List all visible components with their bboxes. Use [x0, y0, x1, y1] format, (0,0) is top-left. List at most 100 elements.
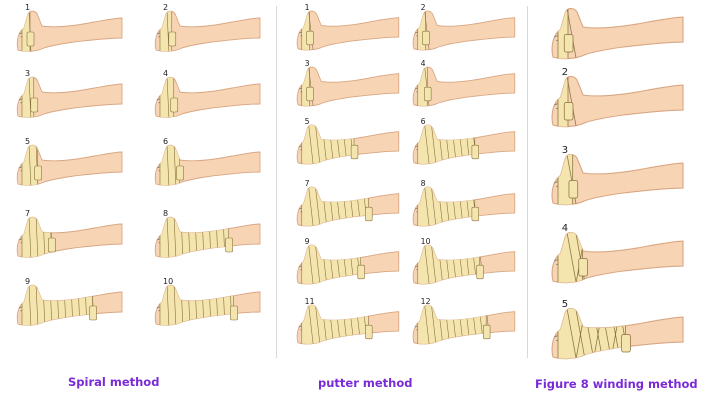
bandage-wrap: [417, 305, 487, 344]
leg-panel2-step12: 12: [412, 297, 516, 345]
step-number: 4: [163, 69, 168, 78]
leg-panel1-step5: 5: [16, 137, 123, 186]
bandage-turn: [308, 125, 314, 164]
step-number: 6: [421, 117, 426, 126]
bandage-wrap: [301, 125, 355, 164]
leg-panel1-step1: 1: [16, 3, 123, 52]
leg-panel3-step3: 3: [551, 145, 684, 206]
bandage: [557, 308, 630, 359]
bandage-roll: [563, 102, 574, 121]
leg-panel3-step5: 5: [551, 299, 684, 360]
bandage-turn: [28, 217, 32, 258]
leg-panel1-step8: 8: [154, 209, 261, 258]
divider-left: [276, 6, 277, 358]
bandage-turn: [166, 217, 170, 258]
bandage-turn: [431, 245, 437, 284]
step-number: 3: [305, 59, 310, 68]
step-number: 11: [305, 297, 315, 306]
bandage-wrap: [21, 285, 93, 326]
bandage-turn: [431, 305, 437, 344]
bandage-turn: [424, 305, 430, 344]
step-number: 2: [163, 3, 168, 12]
caption-putter-method: putter method: [318, 376, 413, 390]
bandage-roll: [225, 237, 233, 253]
leg-panel2-step1: 1: [296, 3, 400, 51]
step-number: 6: [163, 137, 168, 146]
leg-panel1-step9: 9: [16, 277, 123, 326]
bandage-roll: [168, 31, 177, 47]
step-number: 8: [163, 209, 168, 218]
bandage-turn: [35, 285, 39, 326]
bandage: [159, 145, 180, 186]
step-number: 4: [421, 59, 426, 68]
bandage-turn: [28, 285, 32, 326]
bandage-turn: [308, 187, 314, 226]
bandage: [417, 305, 491, 344]
bandage-wrap: [159, 285, 234, 326]
bandage-roll: [578, 258, 588, 277]
bandage-roll: [357, 264, 365, 280]
bandage-turn: [308, 245, 314, 284]
step-number: 5: [305, 117, 310, 126]
bandage-wrap: [159, 217, 229, 258]
bandage-roll: [365, 206, 373, 222]
leg-panel2-step8: 8: [412, 179, 516, 227]
bandage-turn: [35, 217, 39, 258]
bandage-roll: [471, 206, 479, 222]
bandage-roll: [170, 97, 179, 113]
caption-figure-8-method: Figure 8 winding method: [535, 377, 698, 391]
leg-panel3-step4: 4: [551, 223, 684, 284]
step-number: 12: [421, 297, 431, 306]
bandage: [417, 125, 478, 164]
leg-panel1-step2: 2: [154, 3, 261, 52]
step-number: 8: [421, 179, 426, 188]
bandage-turn: [315, 245, 321, 284]
leg-panel1-step6: 6: [154, 137, 261, 186]
step-number: 2: [562, 67, 568, 78]
bandage-roll: [471, 144, 479, 160]
bandage-roll: [350, 144, 359, 160]
leg-panel2-step3: 3: [296, 59, 400, 107]
bandage: [159, 285, 234, 326]
leg-panel1-step10: 10: [154, 277, 261, 326]
leg-panel3-step1: [551, 8, 684, 60]
bandage: [417, 187, 478, 226]
step-number: 5: [25, 137, 30, 146]
bandage-turn: [308, 305, 314, 344]
bandage-turn: [315, 305, 321, 344]
leg-panel2-step11: 11: [296, 297, 400, 345]
step-number: 3: [562, 145, 568, 156]
bandage: [301, 245, 362, 284]
bandage-roll: [563, 34, 574, 53]
bandage: [557, 232, 586, 283]
step-number: 9: [305, 237, 310, 246]
bandage-roll: [306, 86, 314, 102]
bandage-turn: [566, 232, 578, 283]
leg-panel2-step10: 10: [412, 237, 516, 285]
bandage-roll: [476, 264, 484, 280]
leg-panel2-step5: 5: [296, 117, 400, 165]
bandage-roll: [424, 86, 432, 102]
leg-panel1-step7: 7: [16, 209, 123, 258]
step-number: 10: [163, 277, 173, 286]
bandage-roll: [48, 237, 56, 253]
bandage-turn: [28, 145, 32, 186]
bandage-roll: [176, 165, 184, 181]
step-number: 1: [25, 3, 30, 12]
leg-panel2-step6: 6: [412, 117, 516, 165]
step-number: 7: [305, 179, 310, 188]
leg-panel2-step9: 9: [296, 237, 400, 285]
bandage-turn: [166, 285, 170, 326]
divider-right: [527, 6, 528, 358]
bandage-roll: [568, 180, 579, 199]
bandage-turn: [431, 187, 437, 226]
leg-panel2-step4: 4: [412, 59, 516, 107]
leg-panel1-step4: 4: [154, 69, 261, 118]
bandage-turn: [173, 285, 177, 326]
bandage-turn: [566, 308, 578, 359]
bandage: [301, 187, 369, 226]
bandage-turn: [424, 245, 430, 284]
bandage-roll: [26, 31, 35, 47]
